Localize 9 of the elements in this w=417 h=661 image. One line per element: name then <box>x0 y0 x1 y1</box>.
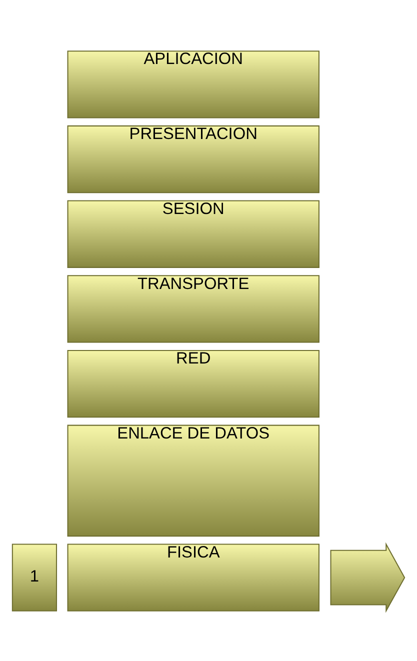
node-chevron <box>330 542 406 612</box>
node-box: SESION <box>67 200 320 268</box>
node-box: APLICACION <box>67 50 320 118</box>
node-box: 1 <box>12 543 58 611</box>
node-box: ENLACE DE DATOS <box>67 424 320 536</box>
node-box: FISICA <box>67 543 320 611</box>
node-box: PRESENTACION <box>67 124 320 193</box>
node-box: RED <box>67 349 320 418</box>
node-box: TRANSPORTE <box>67 274 320 342</box>
